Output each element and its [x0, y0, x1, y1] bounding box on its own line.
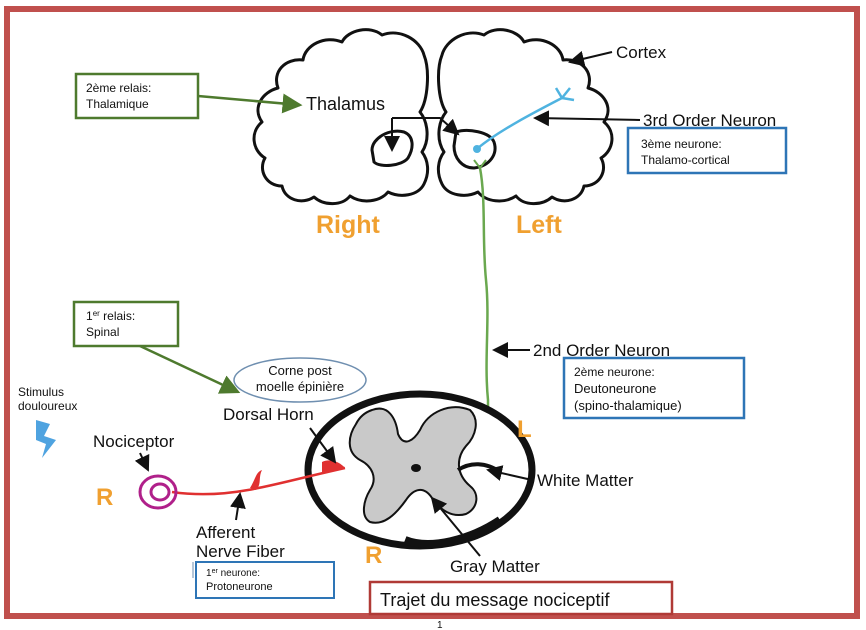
- afferent-label-line2: Nerve Fiber: [196, 542, 285, 561]
- caption-text: Trajet du message nociceptif: [380, 590, 610, 610]
- first-order-neuron: [171, 460, 346, 496]
- r-bottom-label: R: [365, 542, 382, 569]
- svg-text:(spino-thalamique): (spino-thalamique): [574, 398, 682, 413]
- lightning-bolt-icon: [36, 420, 56, 458]
- page-mark: 1: [437, 620, 443, 630]
- svg-text:Deutoneurone: Deutoneurone: [574, 381, 656, 396]
- spinal-cord: [304, 390, 536, 550]
- svg-text:2ème relais:: 2ème relais:: [86, 81, 151, 95]
- box-protoneurone: 1er neurone: Protoneurone: [195, 561, 335, 599]
- box-deutoneurone: 2ème neurone: Deutoneurone (spino-thalam…: [562, 356, 746, 420]
- stimulus-label-line1: Stimulus: [18, 385, 64, 399]
- left-thalamus: [370, 129, 414, 167]
- corne-post-line1: Corne post: [268, 363, 332, 378]
- third-order-neuron: [473, 87, 575, 153]
- svg-text:Thalamique: Thalamique: [86, 97, 149, 111]
- svg-text:1er relais:: 1er relais:: [86, 309, 135, 323]
- thalamus-label: Thalamus: [306, 94, 385, 114]
- box-relais-thalamique: 2ème relais: Thalamique: [74, 72, 200, 120]
- svg-text:3ème neurone:: 3ème neurone:: [641, 137, 722, 151]
- gray-matter-label: Gray Matter: [450, 557, 540, 576]
- second-order-neuron-label: 2nd Order Neuron: [533, 341, 670, 360]
- dorsal-horn-label: Dorsal Horn: [223, 405, 314, 424]
- caption-box: Trajet du message nociceptif: [368, 580, 674, 616]
- left-hemisphere: [436, 28, 614, 206]
- nociceptor-label: Nociceptor: [93, 432, 175, 451]
- svg-text:1er neurone:: 1er neurone:: [206, 568, 260, 579]
- r-side-label: R: [96, 484, 113, 511]
- brain-outline: [252, 28, 614, 206]
- outer-frame: [4, 6, 860, 619]
- right-hemisphere: [252, 28, 430, 206]
- corne-post-line2: moelle épinière: [256, 379, 344, 394]
- svg-text:Protoneurone: Protoneurone: [206, 581, 273, 593]
- third-order-neuron-label: 3rd Order Neuron: [643, 111, 776, 130]
- afferent-label-line1: Afferent: [196, 523, 256, 542]
- left-label: Left: [516, 211, 563, 239]
- right-label: Right: [316, 211, 381, 239]
- box-relais-spinal: 1er relais: Spinal: [72, 300, 180, 348]
- box-neurone-thalamo-cortical: 3ème neurone: Thalamo-cortical: [626, 126, 788, 175]
- svg-text:2ème neurone:: 2ème neurone:: [574, 365, 655, 379]
- white-matter-label: White Matter: [537, 471, 634, 490]
- nociceptor-ending: [138, 474, 178, 510]
- l-side-label: L: [517, 416, 532, 443]
- svg-text:Spinal: Spinal: [86, 325, 119, 339]
- right-thalamus: [452, 128, 497, 170]
- cortex-label: Cortex: [616, 43, 667, 62]
- stimulus-label-line2: douloureux: [18, 399, 77, 413]
- svg-text:Thalamo-cortical: Thalamo-cortical: [641, 153, 730, 167]
